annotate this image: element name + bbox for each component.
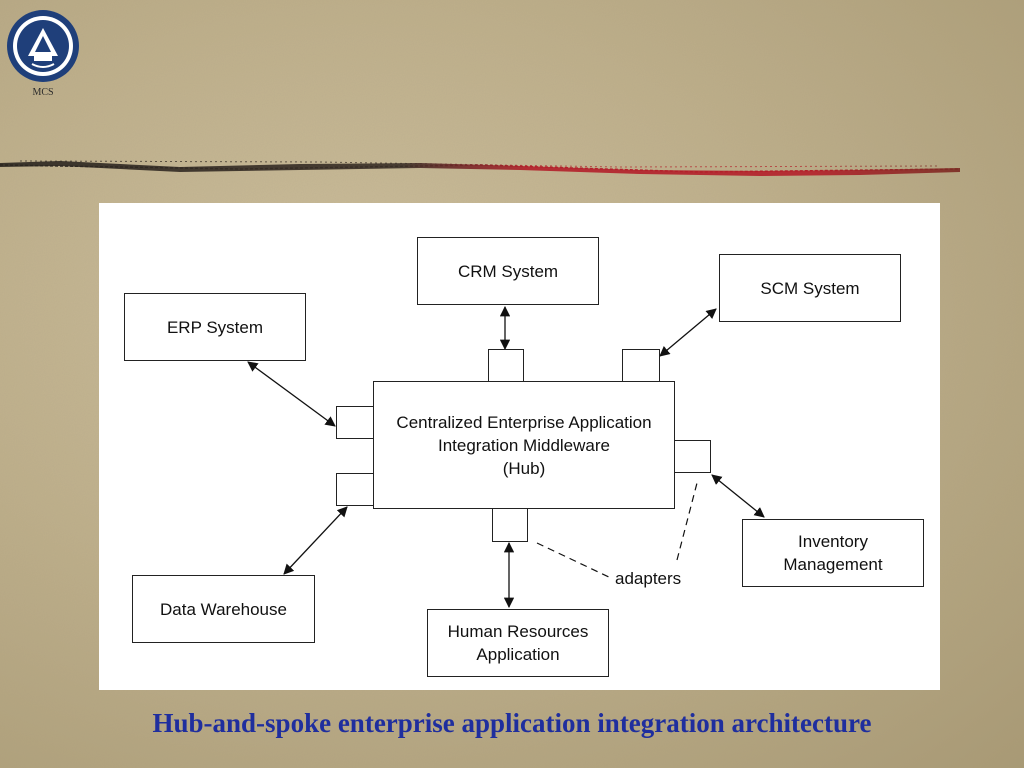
slide-caption: Hub-and-spoke enterprise application int… bbox=[152, 708, 872, 738]
diagram-panel: Centralized Enterprise Application Integ… bbox=[99, 203, 940, 690]
erp-system-label: ERP System bbox=[166, 317, 264, 337]
inventory-label-line: Management bbox=[783, 555, 883, 574]
adapters-label: adapters bbox=[615, 569, 682, 588]
crm-system-label: CRM System bbox=[457, 261, 559, 281]
scm-connector bbox=[659, 308, 717, 357]
scm-system-label: SCM System bbox=[760, 278, 860, 298]
inventory-label-line: Inventory bbox=[798, 532, 868, 551]
adapter-inventory bbox=[674, 440, 711, 473]
adapter-scm bbox=[622, 349, 660, 382]
hr-label-line: Application bbox=[476, 645, 560, 664]
erp-system-box: ERP System bbox=[124, 293, 306, 361]
hub-label-line: Integration Middleware bbox=[438, 435, 610, 455]
adapters-pointer-line bbox=[676, 482, 698, 561]
crm-system-box: CRM System bbox=[417, 237, 599, 305]
university-seal-logo bbox=[7, 10, 79, 82]
erp-connector bbox=[247, 361, 336, 427]
adapter-data-warehouse bbox=[336, 473, 374, 506]
scm-system-box: SCM System bbox=[719, 254, 901, 322]
adapter-hr bbox=[492, 508, 528, 542]
decorative-divider bbox=[0, 160, 961, 176]
inventory-connector bbox=[711, 474, 765, 518]
hr-label-line: Human Resources bbox=[447, 622, 589, 641]
adapter-erp bbox=[336, 406, 374, 439]
hub-middleware-box: Centralized Enterprise Application Integ… bbox=[373, 381, 675, 509]
inventory-management-box: Inventory Management bbox=[742, 519, 924, 587]
hr-application-box: Human Resources Application bbox=[427, 609, 609, 677]
logo-caption: MCS bbox=[32, 87, 54, 98]
connector-layer bbox=[247, 305, 765, 609]
hub-label-line: (Hub) bbox=[502, 458, 546, 478]
hub-label-line: Centralized Enterprise Application bbox=[396, 412, 652, 432]
data-warehouse-connector bbox=[283, 506, 348, 575]
adapter-crm bbox=[488, 349, 524, 382]
data-warehouse-label: Data Warehouse bbox=[160, 599, 287, 619]
adapters-pointer-line bbox=[536, 542, 612, 579]
data-warehouse-box: Data Warehouse bbox=[132, 575, 315, 643]
